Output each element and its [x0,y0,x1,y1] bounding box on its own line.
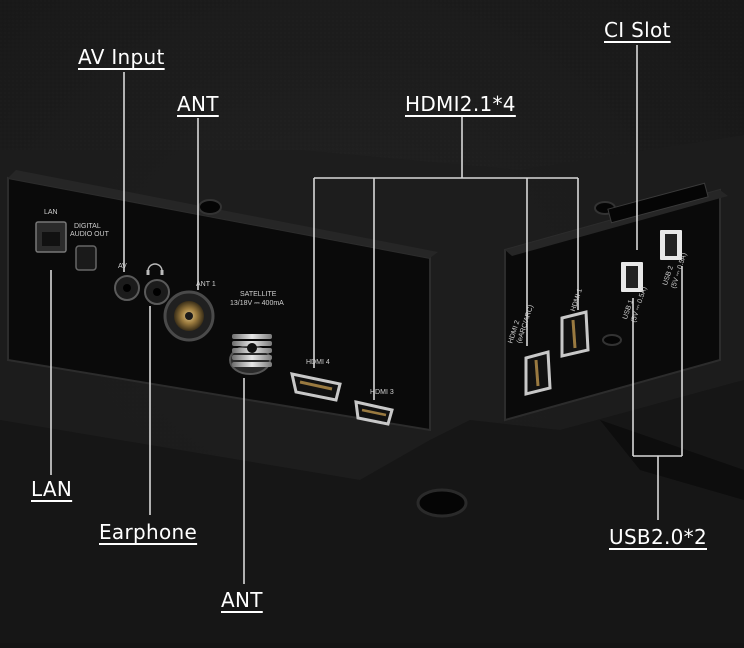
callout-hdmi: HDMI2.1*4 [405,92,516,116]
panel-label-digital-1: DIGITAL [74,223,101,230]
callout-usb: USB2.0*2 [609,525,707,549]
hdmi-port-icon [560,310,590,358]
panel-label-satellite-1: SATELLITE [240,291,277,298]
panel-label-hdmi4: HDMI 4 [306,359,330,366]
hdmi-port-icon [354,400,394,426]
satellite-connector-icon [229,334,272,375]
panel-label-ant1: ANT 1 [196,281,216,288]
panel-label-av: AV [118,263,127,270]
panel-label-digital-2: AUDIO OUT [70,231,110,238]
callout-lan: LAN [31,477,73,501]
panel-label-hdmi3: HDMI 3 [370,389,394,396]
leader-lines [50,45,683,584]
optical-port-icon [75,245,97,271]
hdmi-port-icon [524,350,552,396]
hdmi-port-icon [290,372,342,402]
lan-jack-icon [35,221,67,253]
usb-port-icon [621,262,643,292]
panel-label-lan: LAN [44,209,58,216]
panel-label-satellite-2: 13/18V ⎓ 400mA [230,300,284,307]
coax-connector-icon [163,290,215,342]
callout-earphone: Earphone [99,520,198,544]
callout-ci-slot: CI Slot [604,18,671,42]
headphone-icon [146,263,164,275]
usb-port-icon [660,230,682,260]
callout-ant-top: ANT [177,92,219,116]
callout-ant-bottom: ANT [221,588,263,612]
callout-av-input: AV Input [78,45,165,69]
